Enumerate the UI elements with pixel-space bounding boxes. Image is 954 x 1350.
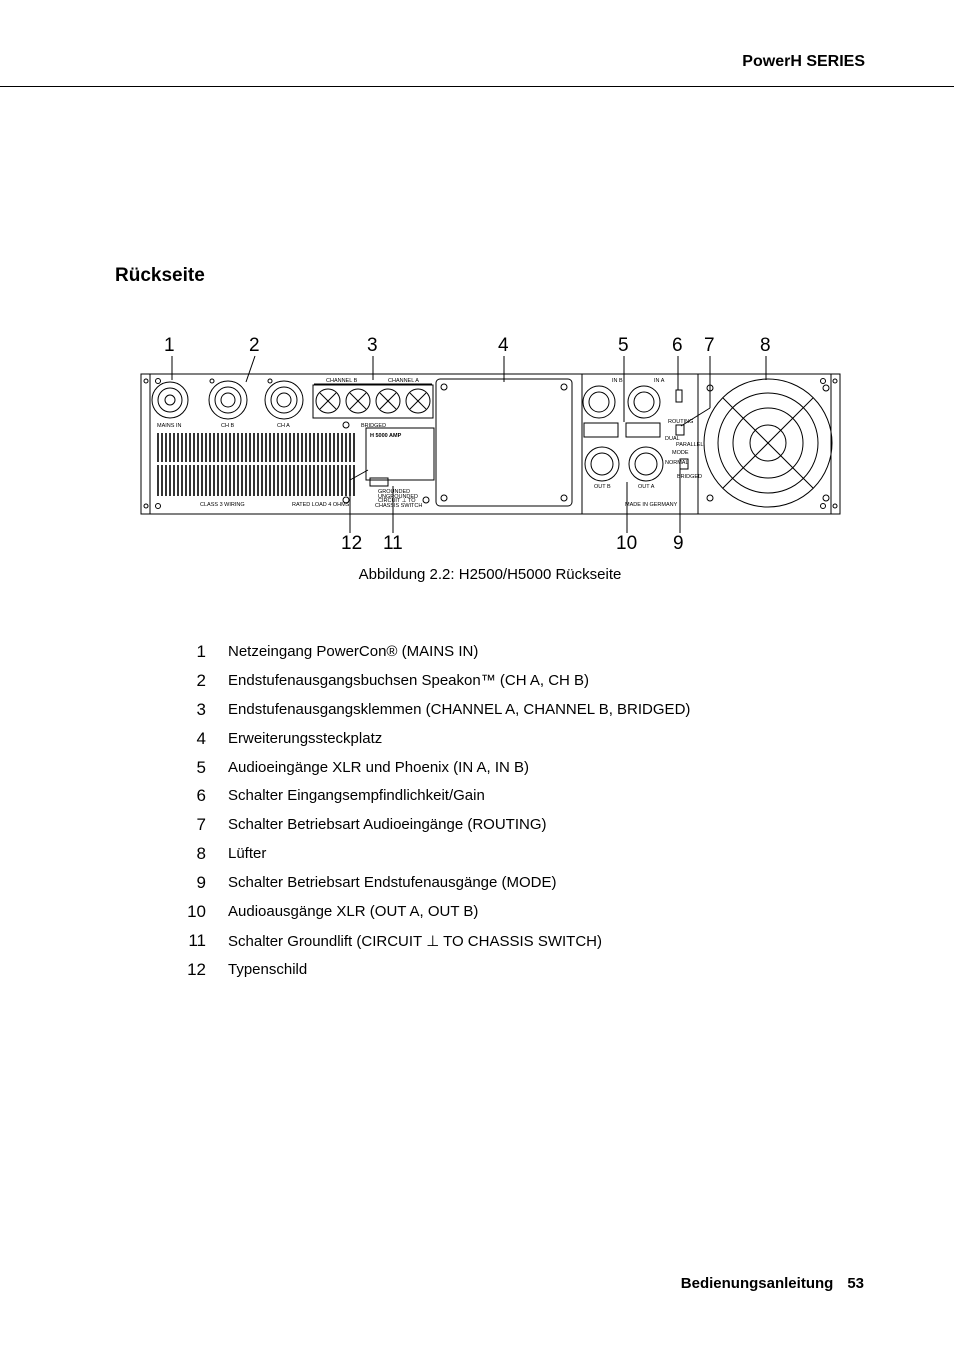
label-chassis-switch: CHASSIS SWITCH: [375, 503, 422, 509]
callout-5: 5: [618, 335, 629, 356]
label-out-a: OUT A: [638, 484, 655, 490]
legend-number: 7: [196, 815, 206, 835]
label-routing: ROUTING: [668, 419, 693, 425]
callout-1: 1: [164, 335, 175, 356]
callout-2: 2: [249, 335, 260, 356]
legend-number: 10: [187, 902, 206, 922]
callout-6: 6: [672, 335, 683, 356]
legend-number: 1: [196, 642, 206, 661]
callout-12: 12: [341, 533, 363, 554]
legend-text: Schalter Betriebsart Endstufenausgänge (…: [228, 874, 557, 892]
label-channel-a: CHANNEL A: [388, 378, 419, 384]
legend-text: Lüfter: [228, 845, 267, 863]
callout-9: 9: [673, 533, 684, 554]
label-mains-in: MAINS IN: [157, 423, 181, 429]
legend-text: Schalter Eingangsempfindlichkeit/Gain: [228, 787, 485, 805]
label-dual: DUAL: [665, 436, 680, 442]
legend-text: Typenschild: [228, 960, 308, 978]
label-parallel: PARALLEL: [676, 442, 703, 448]
callout-11: 11: [383, 533, 403, 554]
label-made-in: MADE IN GERMANY: [625, 502, 678, 508]
figure-caption: Abbildung 2.2: H2500/H5000 Rückseite: [358, 566, 622, 583]
callout-3: 3: [367, 335, 378, 356]
label-normal: NORMAL: [665, 460, 689, 466]
legend-text: Netzeingang PowerCon® (MAINS IN): [228, 643, 479, 660]
callout-7: 7: [704, 335, 715, 356]
label-class-wiring: CLASS 3 WIRING: [200, 502, 245, 508]
label-rated-load: RATED LOAD 4 OHMS: [292, 502, 350, 508]
label-mode: MODE: [672, 450, 689, 456]
callout-4: 4: [498, 335, 509, 356]
legend-number: 3: [196, 699, 206, 719]
label-ch-a: CH A: [277, 423, 290, 429]
legend-number: 2: [196, 670, 206, 690]
callout-8: 8: [760, 335, 771, 356]
label-grounded: GROUNDED: [378, 489, 410, 495]
legend-number: 9: [196, 873, 206, 893]
label-out-b: OUT B: [594, 484, 611, 490]
legend-number: 12: [187, 959, 206, 979]
label-nameplate-title: H 5000 AMP: [370, 433, 402, 439]
label-in-a: IN A: [654, 378, 665, 384]
series-title: PowerH SERIES: [742, 53, 865, 70]
label-ch-b: CH B: [221, 423, 234, 429]
rear-panel-figure: MAINS IN CH B CH A CHANNEL B CHANNEL A B…: [140, 330, 845, 560]
legend-text: Schalter Betriebsart Audioeingänge (ROUT…: [228, 816, 547, 834]
page-footer: Bedienungsanleitung 53: [681, 1275, 864, 1292]
footer-label: Bedienungsanleitung: [680, 1275, 834, 1292]
legend-number: 6: [196, 786, 206, 806]
legend-text: Erweiterungssteckplatz: [228, 729, 383, 747]
header-rule: [0, 86, 954, 87]
legend-text: Endstufenausgangsklemmen (CHANNEL A, CHA…: [228, 700, 691, 718]
legend-number: 8: [196, 844, 206, 864]
callout-10: 10: [616, 533, 638, 554]
label-channel-b: CHANNEL B: [326, 378, 358, 384]
legend-number: 11: [188, 930, 206, 950]
label-bridged-switch: BRIDGED: [677, 474, 702, 480]
label-bridged: BRIDGED: [361, 423, 386, 429]
legend-text: Schalter Groundlift (CIRCUIT ⊥ TO CHASSI…: [228, 932, 602, 950]
label-ungrounded: UNGROUNDED: [378, 494, 418, 500]
legend-text: Audioeingänge XLR und Phoenix (IN A, IN …: [228, 758, 530, 776]
page-number: 53: [847, 1275, 864, 1292]
legend-text: Endstufenausgangsbuchsen Speakon™ (CH A,…: [228, 671, 590, 689]
legend-number: 5: [196, 757, 206, 777]
legend-number: 4: [196, 728, 206, 748]
label-circuit-to: CIRCUIT ⊥ TO: [378, 497, 416, 504]
label-in-b: IN B: [612, 378, 623, 384]
section-title: Rückseite: [115, 265, 205, 286]
rear-panel-drawing: MAINS IN CH B CH A CHANNEL B CHANNEL A B…: [140, 355, 841, 533]
legend-text: Audioausgänge XLR (OUT A, OUT B): [228, 903, 479, 921]
